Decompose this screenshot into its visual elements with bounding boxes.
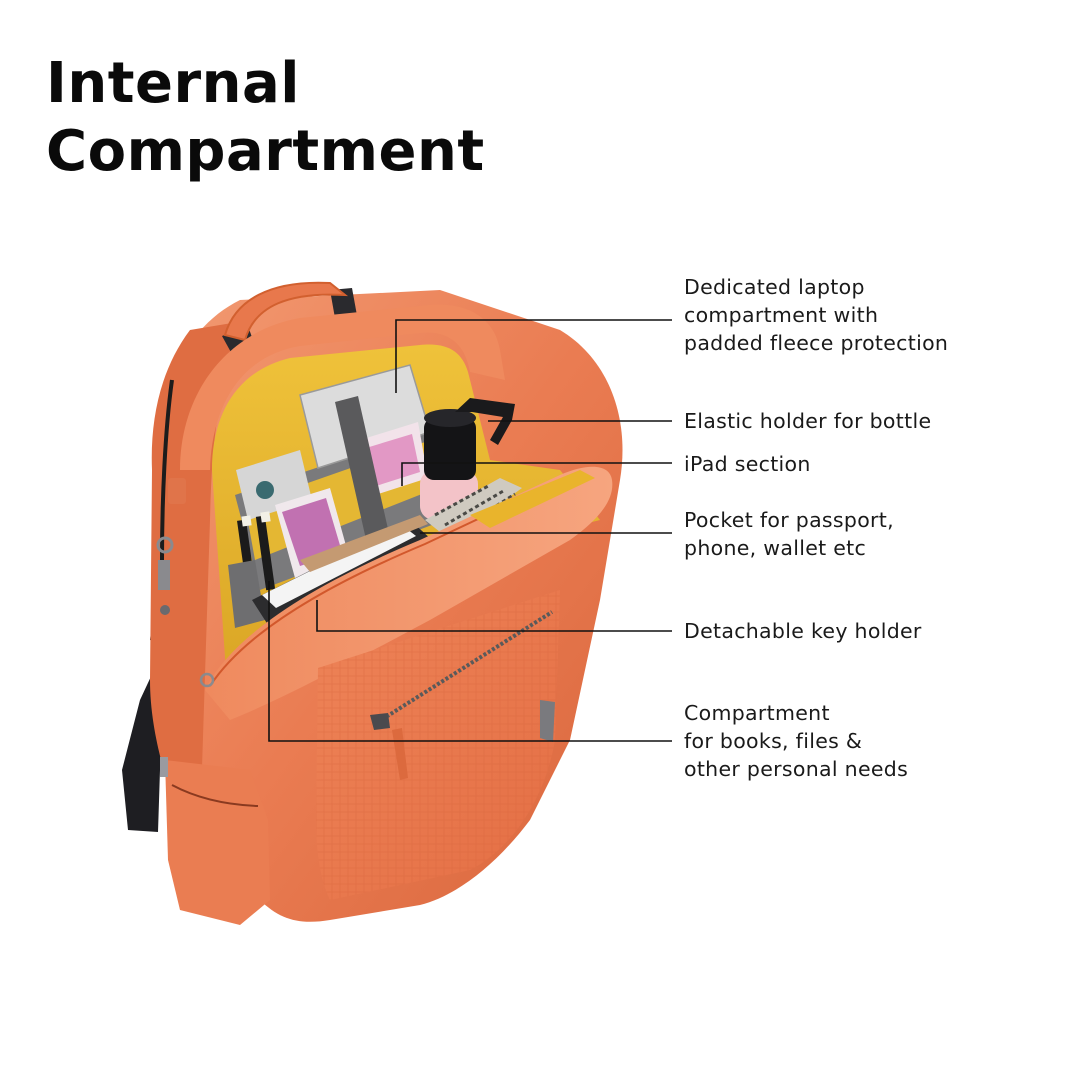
leader-line-books	[268, 581, 672, 742]
title-line-2: Compartment	[46, 119, 485, 184]
side-pocket	[160, 757, 270, 925]
leader-line-key	[316, 600, 672, 632]
callout-text: iPad section	[684, 452, 811, 476]
title-line-1: Internal	[46, 51, 300, 116]
callout-text: Compartment	[684, 701, 830, 725]
callout-passport-pocket: Pocket for passport, phone, wallet etc	[684, 506, 894, 562]
callout-text: Elastic holder for bottle	[684, 409, 932, 433]
leader-lines	[268, 319, 672, 742]
callout-text: for books, files &	[684, 729, 863, 753]
callout-text: Pocket for passport,	[684, 508, 894, 532]
callout-books-compartment: Compartment for books, files & other per…	[684, 699, 908, 783]
callout-text: phone, wallet etc	[684, 536, 867, 560]
tablet-device	[252, 515, 432, 628]
top-rim	[180, 304, 505, 470]
front-pocket	[316, 590, 560, 900]
leader-line-ipad	[401, 462, 672, 486]
leader-line-laptop	[395, 319, 672, 393]
callout-text: padded fleece protection	[684, 331, 949, 355]
callout-text: compartment with	[684, 303, 879, 327]
callout-text: Dedicated laptop	[684, 275, 865, 299]
callout-ipad-section: iPad section	[684, 450, 811, 478]
strap-hardware	[156, 478, 215, 688]
front-lid	[205, 466, 613, 720]
callout-key-holder: Detachable key holder	[684, 617, 922, 645]
callout-laptop-compartment: Dedicated laptop compartment with padded…	[684, 273, 948, 357]
callout-text: Detachable key holder	[684, 619, 922, 643]
callout-bottle-holder: Elastic holder for bottle	[684, 407, 931, 435]
water-bottle	[420, 398, 515, 520]
callout-text: other personal needs	[684, 757, 909, 781]
page-title: Internal Compartment	[46, 50, 485, 186]
